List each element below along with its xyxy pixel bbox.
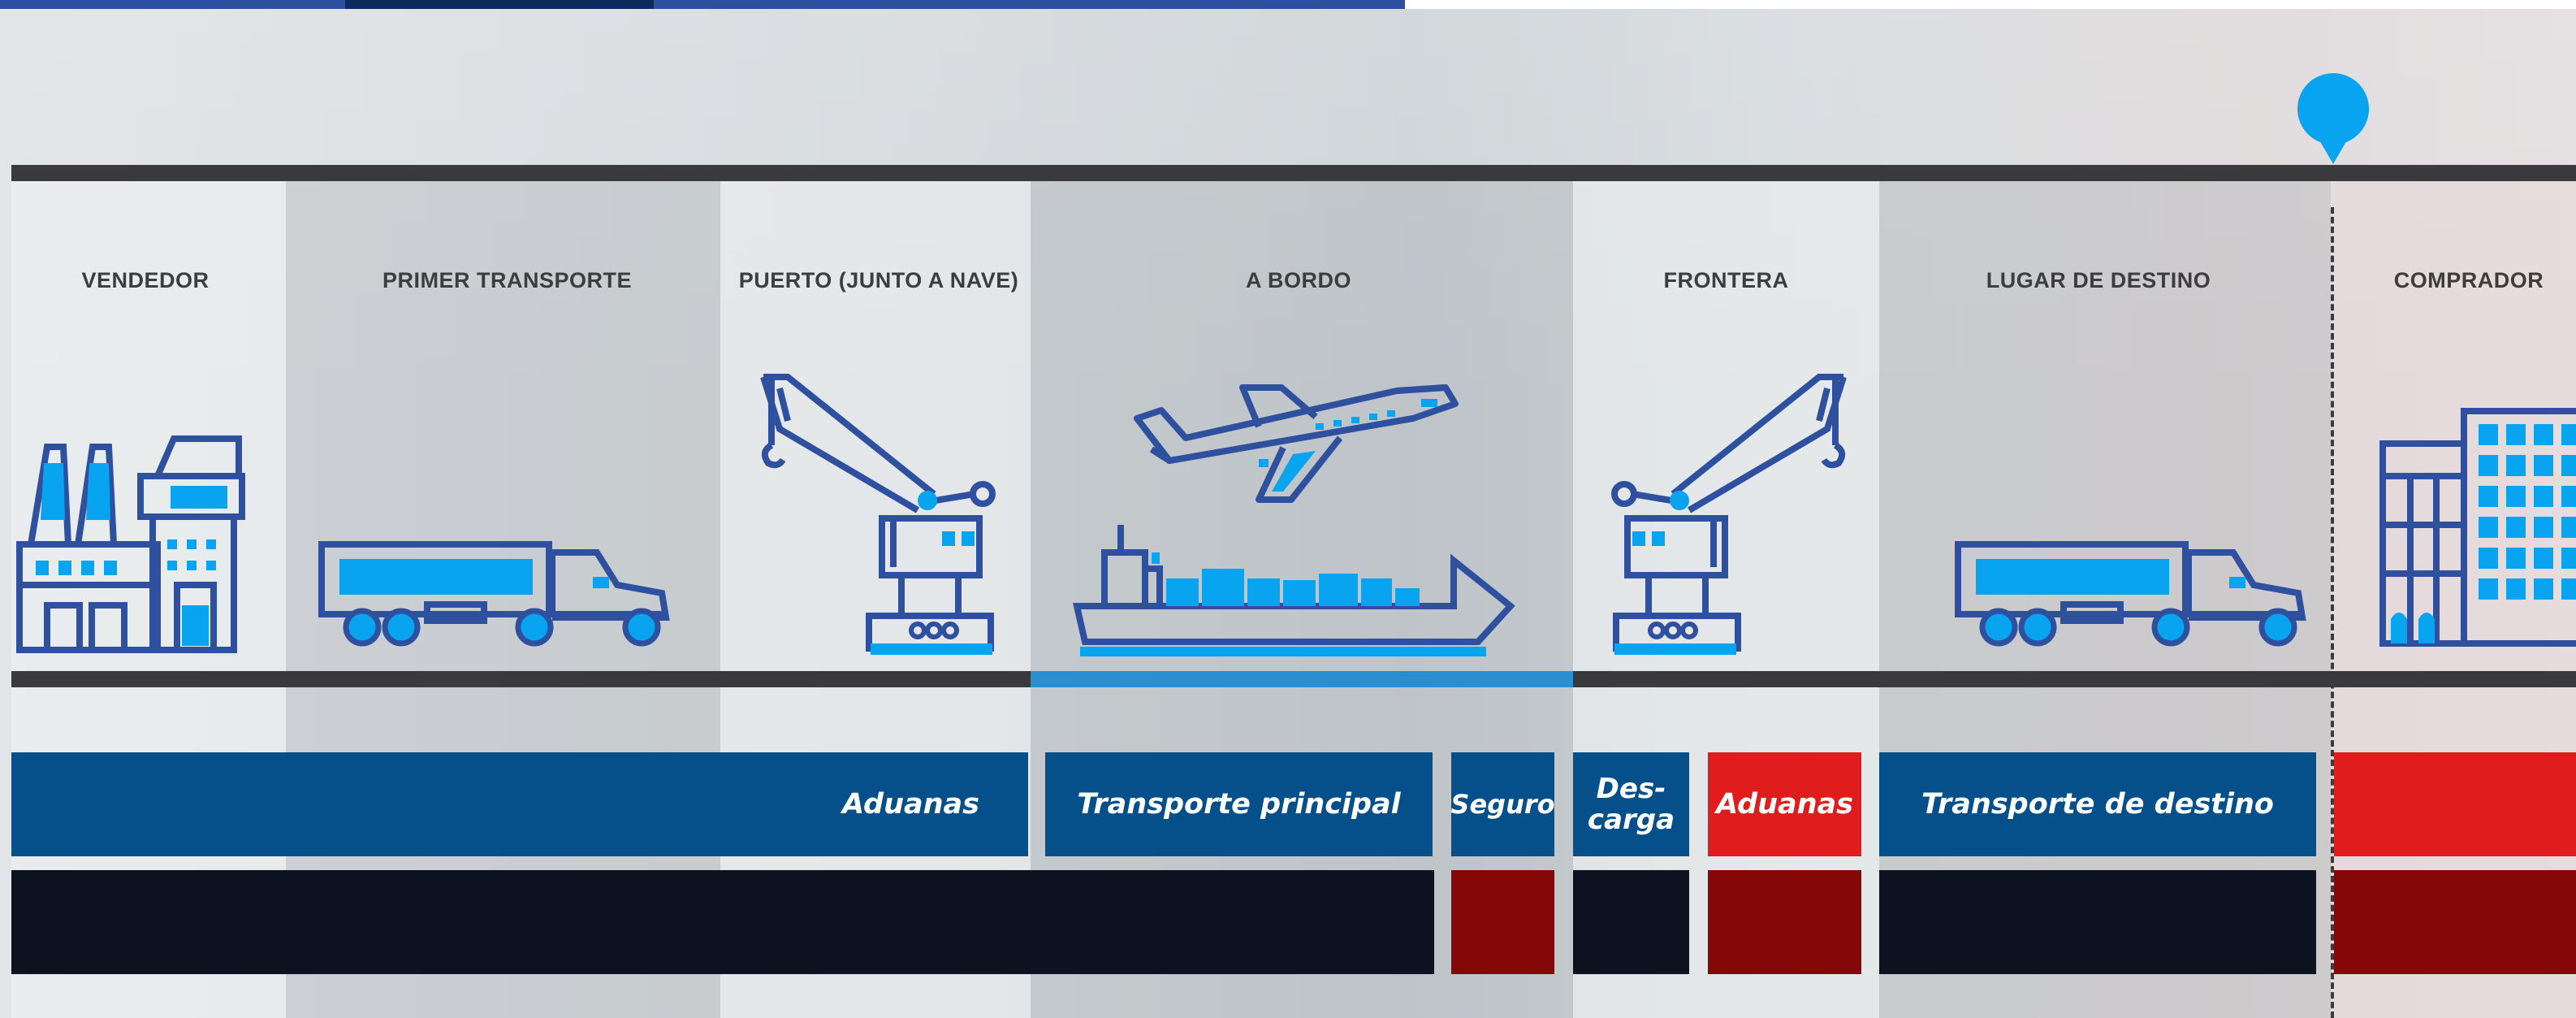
cost-bar-transporte-principal: Transporte principal: [1045, 752, 1433, 856]
building-icon: [2378, 403, 2576, 647]
progress-segment: [654, 0, 1405, 9]
rail-highlight-a-bordo: [1031, 671, 1573, 687]
cost-bar-aduanas-export: Aduanas: [11, 752, 1028, 856]
crane-icon: [1592, 372, 1852, 656]
stage-label-primer-transporte: PRIMER TRANSPORTE: [382, 268, 633, 292]
risk-bar-seller-main: [11, 870, 1434, 974]
stage-label-lugar-destino: LUGAR DE DESTINO: [1986, 268, 2211, 292]
cost-bar-comprador: [2334, 752, 2576, 856]
truck-icon: [1953, 536, 2310, 650]
risk-bar-comprador: [2334, 870, 2576, 974]
crane-icon: [755, 372, 1015, 656]
stage-label-comprador: COMPRADOR: [2393, 268, 2544, 292]
risk-transfer-line: [2331, 207, 2334, 1018]
airplane-icon: [1121, 370, 1478, 508]
truck-icon: [317, 536, 674, 650]
cost-bar-text: Des- carga: [1587, 773, 1675, 836]
cost-bar-text: Aduanas: [1716, 788, 1853, 821]
stage-label-a-bordo: A BORDO: [1246, 268, 1351, 292]
progress-segment: [0, 0, 345, 9]
stage-label-puerto: PUERTO (JUNTO A NAVE): [738, 268, 1019, 292]
cost-bar-text: Seguro: [1450, 789, 1555, 820]
risk-bar-aduanas: [1708, 870, 1861, 974]
stage-label-vendedor: VENDEDOR: [81, 268, 210, 292]
cost-bar-transporte-destino: Transporte de destino: [1879, 752, 2316, 856]
cost-bar-text: Transporte principal: [1077, 788, 1401, 821]
top-rail: [11, 165, 2576, 181]
risk-bar-transporte-destino: [1879, 870, 2316, 974]
risk-bar-seguro: [1451, 870, 1554, 974]
risk-bar-descarga: [1573, 870, 1689, 974]
stage-label-frontera: FRONTERA: [1663, 268, 1789, 292]
cargo-ship-icon: [1072, 520, 1527, 658]
cost-bar-text: Aduanas: [842, 788, 979, 821]
cost-bar-aduanas-import: Aduanas: [1708, 752, 1861, 856]
factory-icon: [15, 422, 250, 658]
cost-bar-seguro: Seguro: [1450, 752, 1555, 856]
progress-track: [1405, 0, 2576, 9]
cost-bar-descarga: Des- carga: [1573, 752, 1689, 856]
location-pin-icon[interactable]: [2297, 73, 2369, 145]
progress-segment: [345, 0, 654, 9]
cost-bar-text: Transporte de destino: [1921, 788, 2274, 821]
